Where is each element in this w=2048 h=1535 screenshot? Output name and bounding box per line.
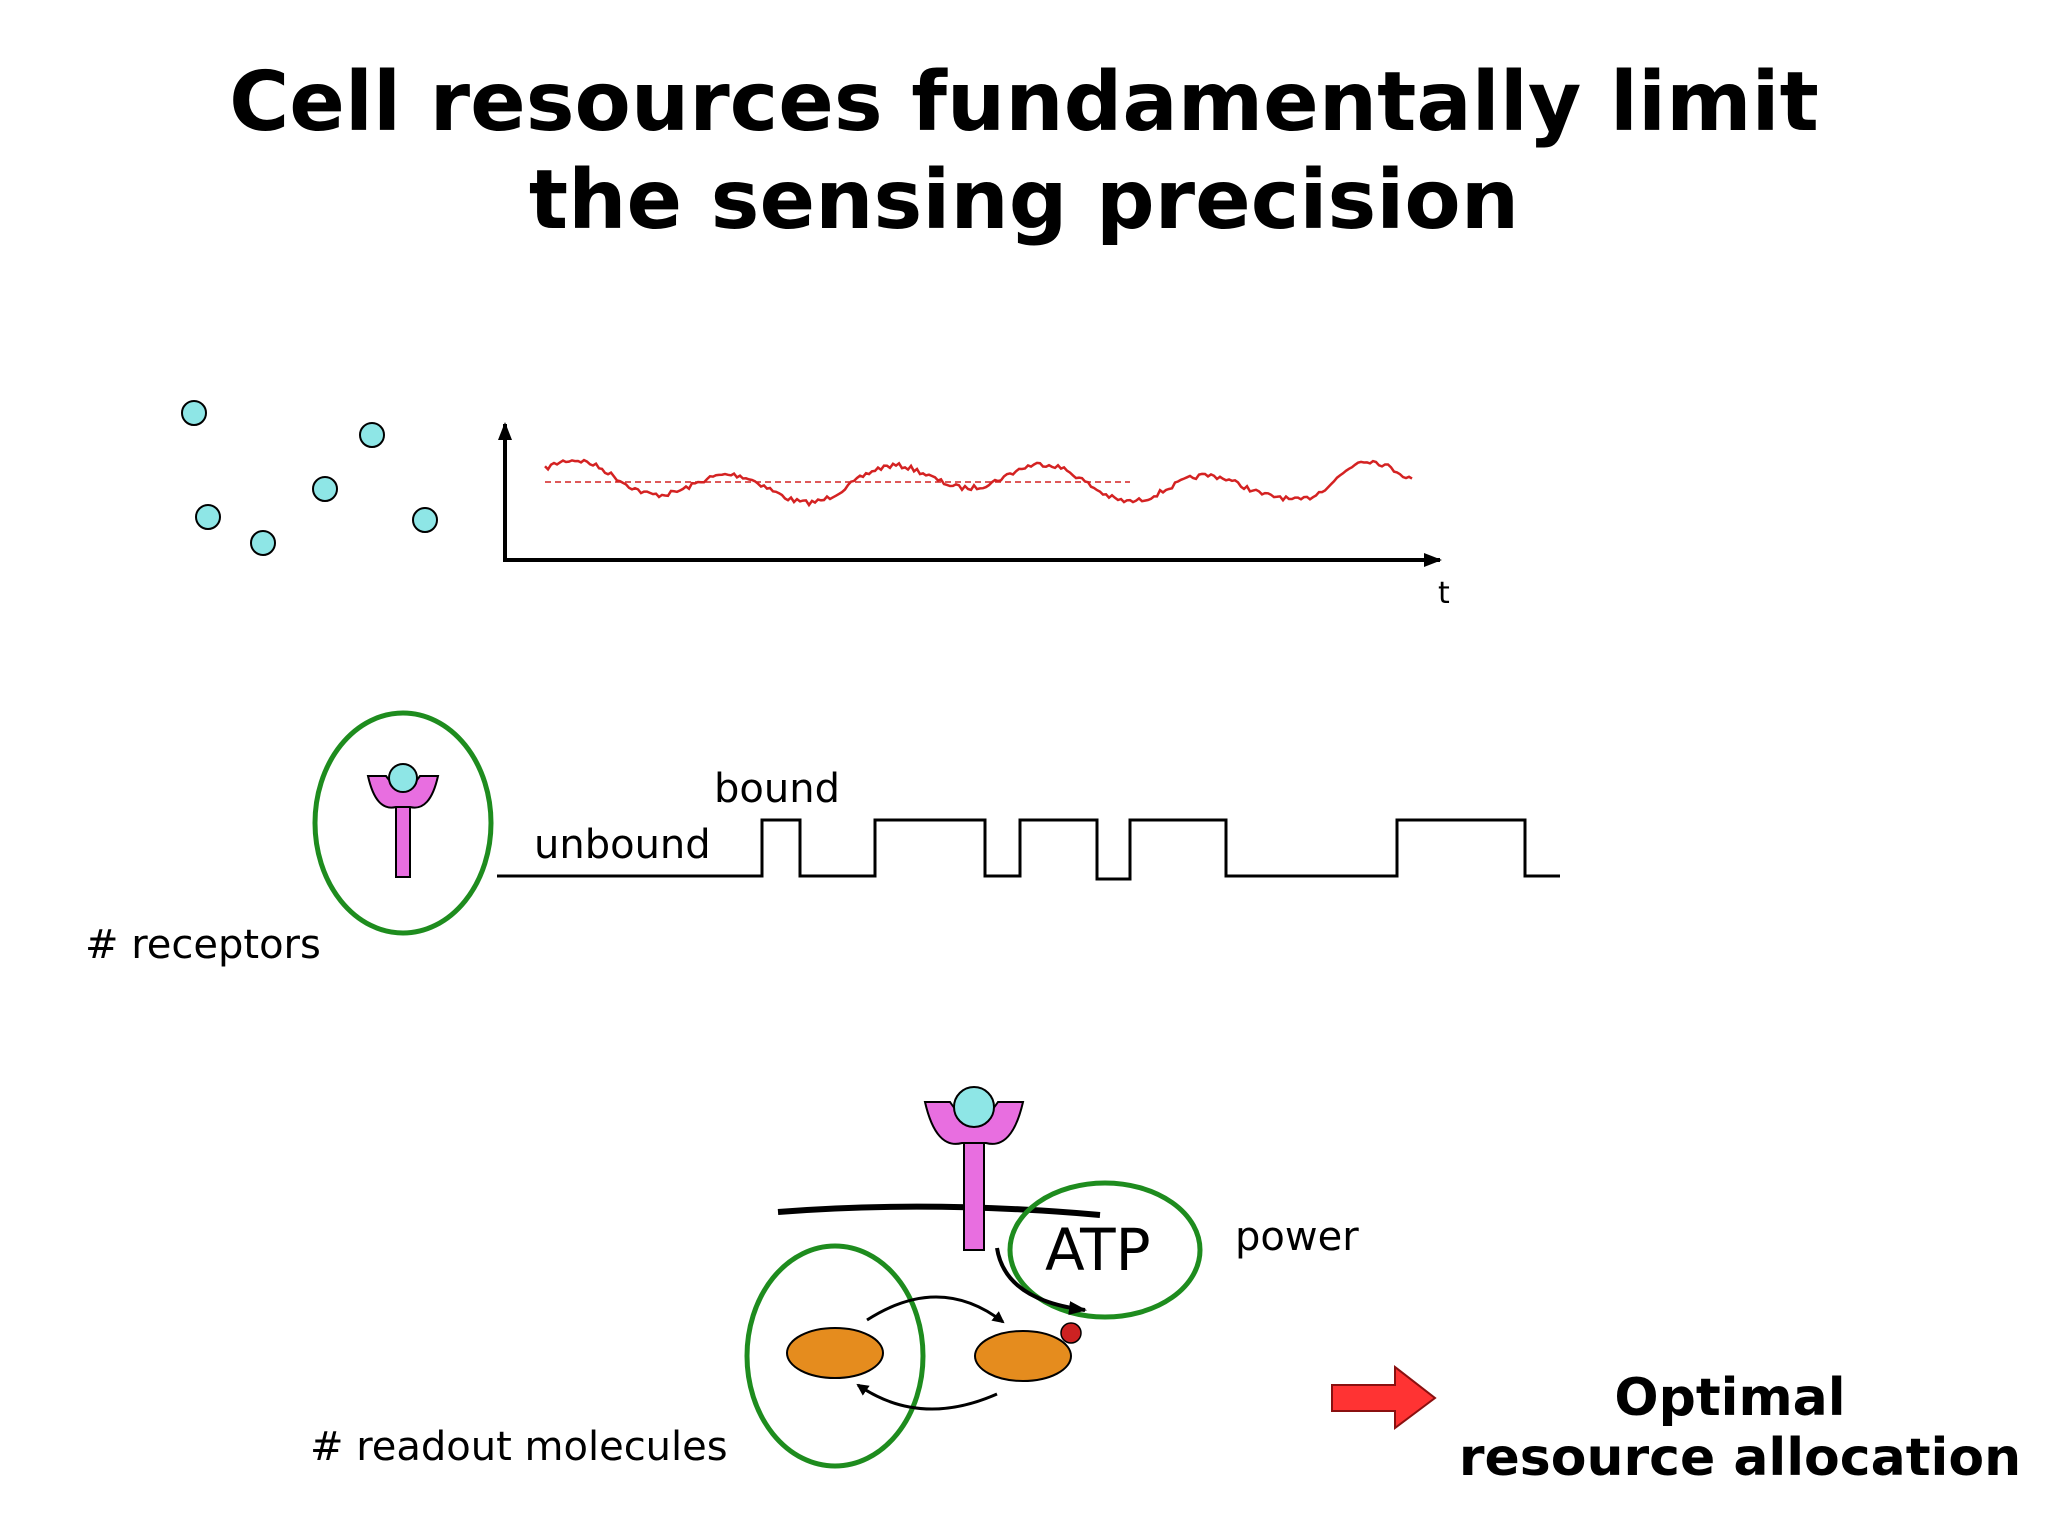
- active-readout-molecule-icon: [974, 1330, 1072, 1382]
- right-arrow-icon: [1331, 1364, 1437, 1430]
- bound-ligand-icon: [388, 763, 418, 793]
- bound-state-label: bound: [714, 766, 840, 812]
- slide-title-line-1: Cell resources fundamentally limit: [229, 55, 1819, 150]
- power-label: power: [1235, 1214, 1359, 1260]
- ligand-molecule-icon: [359, 422, 385, 448]
- power-resource-highlight: [1007, 1180, 1203, 1320]
- cell-membrane: [777, 1203, 1101, 1218]
- ligand-molecule-icon: [250, 530, 276, 556]
- concentration-plot: t: [498, 422, 1450, 611]
- ligand-molecule-icon: [181, 400, 207, 426]
- time-axis-label: t: [1438, 576, 1450, 611]
- conclusion-line-1: Optimal: [1614, 1368, 1846, 1428]
- ligand-molecule-icon: [412, 507, 438, 533]
- membrane-receptor-icon: [923, 1086, 1025, 1251]
- binding-state-trace: [497, 818, 1560, 881]
- readout-resource-highlight: [744, 1243, 926, 1469]
- readout-count-label: # readout molecules: [310, 1424, 728, 1470]
- phosphorylation-arrow: [995, 1247, 1087, 1315]
- ligand-cloud: [181, 400, 438, 556]
- ligand-molecule-icon: [195, 504, 221, 530]
- atp-label: ATP: [1045, 1216, 1151, 1284]
- concentration-trace: [544, 458, 1413, 508]
- slide-title-line-2: the sensing precision: [528, 153, 1520, 248]
- readout-molecule-icon: [786, 1327, 884, 1379]
- deactivation-arrow: [856, 1383, 998, 1411]
- bound-ligand-icon: [953, 1086, 995, 1128]
- receptor-resource-highlight: [312, 710, 494, 936]
- phosphate-group-icon: [1060, 1322, 1082, 1344]
- conclusion-line-2: resource allocation: [1458, 1428, 2022, 1488]
- activation-arrow: [866, 1295, 1005, 1324]
- unbound-state-label: unbound: [534, 822, 711, 868]
- ligand-molecule-icon: [312, 476, 338, 502]
- receptor-count-label: # receptors: [85, 922, 321, 968]
- readout-panel: ATP power # readout molecules: [310, 1086, 1359, 1470]
- receptor-panel: # receptors bound unbound: [85, 710, 1560, 968]
- receptor-icon: [366, 763, 440, 878]
